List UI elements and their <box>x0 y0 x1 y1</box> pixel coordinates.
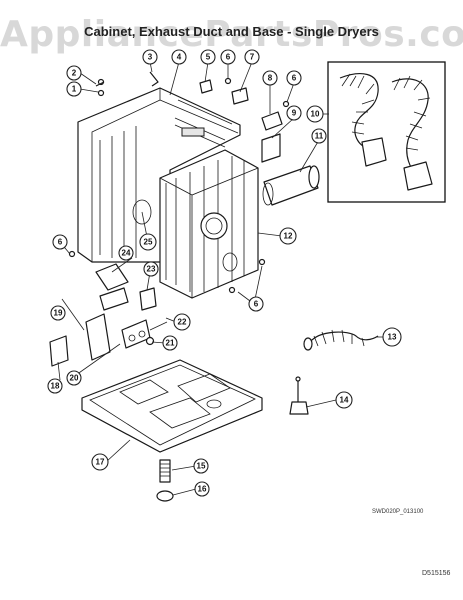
page-reference: D515156 <box>422 570 451 577</box>
callout-9-label: 9 <box>292 109 297 118</box>
callout-5: 5 <box>200 49 216 65</box>
watermark-logo: AppliancePartsPros.com <box>0 14 463 55</box>
callout-17: 17 <box>91 453 109 471</box>
callout-14-label: 14 <box>340 396 349 405</box>
callout-24-label: 24 <box>122 249 131 258</box>
callout-25-label: 25 <box>144 238 153 247</box>
callout-10: 10 <box>306 105 324 123</box>
callout-6-left: 6 <box>52 234 68 250</box>
callout-1: 1 <box>66 81 82 97</box>
callout-7-label: 7 <box>250 53 255 62</box>
callout-3: 3 <box>142 49 158 65</box>
callout-7: 7 <box>244 49 260 65</box>
callout-25: 25 <box>139 233 157 251</box>
screws-top <box>95 71 290 163</box>
callout-11: 11 <box>311 128 327 144</box>
callout-6-label: 6 <box>226 53 231 62</box>
callout-8: 8 <box>262 70 278 86</box>
callout-6-right: 6 <box>286 70 302 86</box>
callout-11-label: 11 <box>315 132 324 141</box>
callout-22-label: 22 <box>178 318 187 327</box>
callout-23-label: 23 <box>147 265 156 274</box>
exhaust-duct <box>262 165 320 206</box>
callout-13-label: 13 <box>388 333 397 342</box>
callout-15: 15 <box>193 458 209 474</box>
callout-9: 9 <box>286 105 302 121</box>
callout-17-label: 17 <box>96 458 105 467</box>
callout-6-top: 6 <box>220 49 236 65</box>
callout-14: 14 <box>335 391 353 409</box>
leveling-bracket <box>289 376 309 415</box>
diagram-title: Cabinet, Exhaust Duct and Base - Single … <box>84 24 379 39</box>
callout-3-label: 3 <box>148 53 153 62</box>
callout-19-label: 19 <box>54 309 63 318</box>
callout-16-label: 16 <box>198 485 207 494</box>
leveling-leg <box>156 459 174 502</box>
flex-hose-box <box>327 61 446 203</box>
base-components <box>49 263 177 367</box>
callout-18: 18 <box>47 378 63 394</box>
callout-21: 21 <box>162 335 178 351</box>
callout-6-label: 6 <box>58 238 63 247</box>
callout-6-label: 6 <box>292 74 297 83</box>
callout-2: 2 <box>66 65 82 81</box>
flex-hose-13 <box>303 329 379 351</box>
callout-12-label: 12 <box>284 232 293 241</box>
callout-20: 20 <box>66 370 82 386</box>
front-panel <box>159 149 259 299</box>
callout-23: 23 <box>143 261 159 277</box>
callout-4: 4 <box>171 49 187 65</box>
callout-2-label: 2 <box>72 69 77 78</box>
callout-21-label: 21 <box>166 339 175 348</box>
callout-15-label: 15 <box>197 462 206 471</box>
callout-4-label: 4 <box>177 53 182 62</box>
callout-22: 22 <box>173 313 191 331</box>
base-pan <box>81 359 263 453</box>
cabinet-wrapper <box>77 87 241 263</box>
callout-13: 13 <box>382 327 402 347</box>
callout-10-label: 10 <box>311 110 320 119</box>
callout-16: 16 <box>194 481 210 497</box>
callout-1-label: 1 <box>72 85 77 94</box>
callout-20-label: 20 <box>70 374 79 383</box>
callout-24: 24 <box>118 245 134 261</box>
callout-18-label: 18 <box>51 382 60 391</box>
callout-6-label: 6 <box>254 300 259 309</box>
callout-8-label: 8 <box>268 74 273 83</box>
callout-5-label: 5 <box>206 53 211 62</box>
callout-6-lower: 6 <box>248 296 264 312</box>
drawing-reference: SWD020P_013100 <box>372 509 424 515</box>
callout-19: 19 <box>50 305 66 321</box>
callout-12: 12 <box>279 227 297 245</box>
